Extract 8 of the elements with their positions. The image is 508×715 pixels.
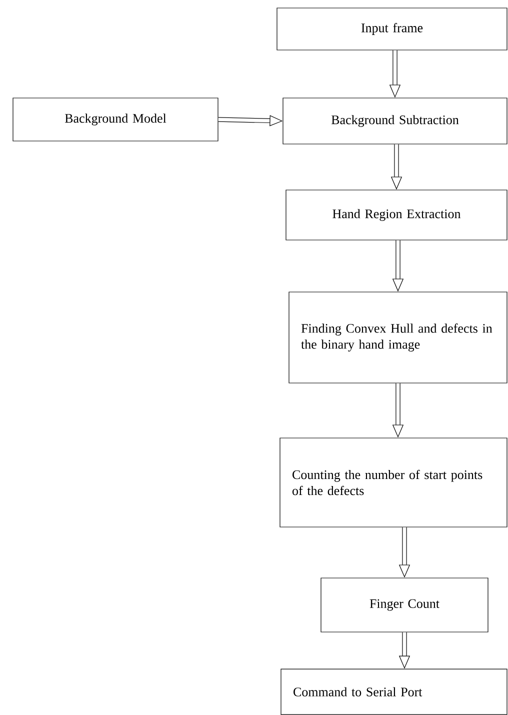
process-box: Command to Serial Port [280, 668, 508, 715]
process-box: Input frame [276, 8, 508, 50]
process-box: Counting the number of start points of the defects [280, 438, 508, 528]
process-box: Background Subtraction [282, 98, 508, 144]
process-box: Finding Convex Hull and defects in the binary hand image [288, 292, 508, 384]
process-box: Finger Count [320, 578, 488, 632]
process-box: Hand Region Extraction [286, 190, 508, 240]
process-box: Background Model [12, 98, 218, 142]
